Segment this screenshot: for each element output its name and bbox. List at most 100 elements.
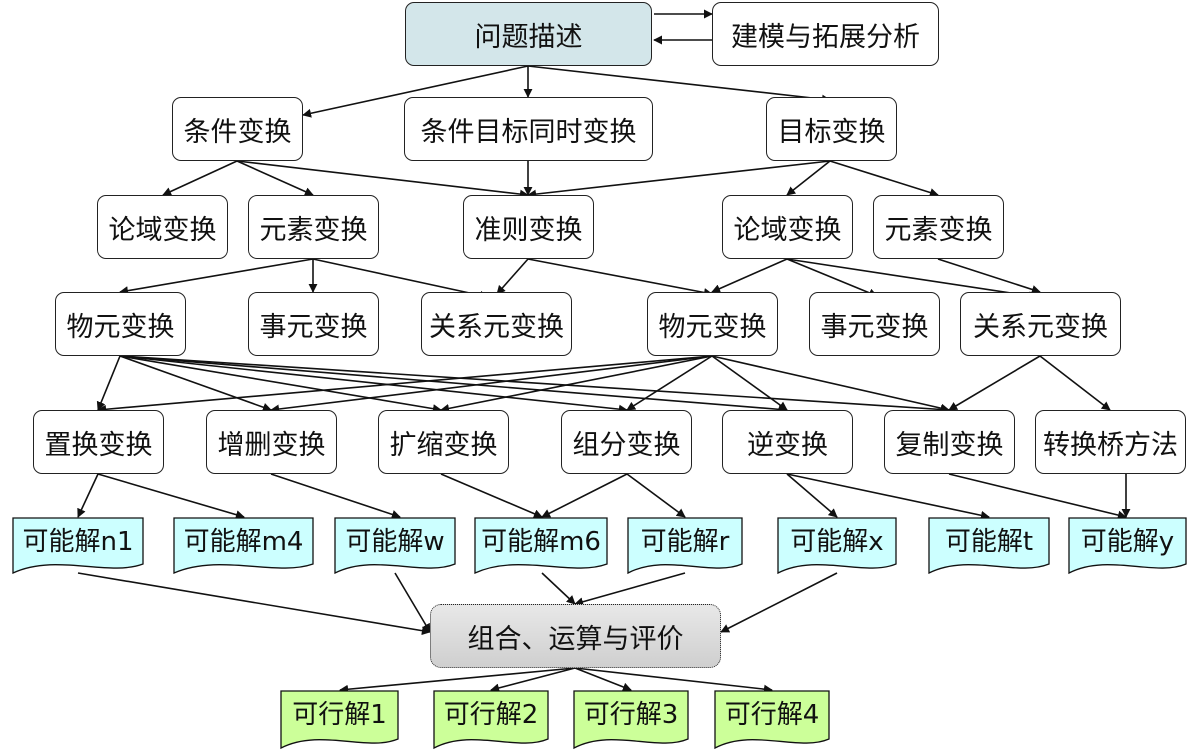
connector-arrow (97, 473, 245, 520)
feasible-solution-3: 可行解3 (573, 690, 689, 754)
document-shape (280, 690, 399, 750)
domain-transform-left-node: 论域变换 (97, 195, 228, 259)
connector-arrow (96, 355, 121, 411)
document-shape (173, 517, 314, 574)
document-shape (627, 517, 743, 575)
connector-arrow (711, 258, 788, 293)
connector-arrow (829, 160, 939, 197)
combine-operate-evaluate-node: 组合、运算与评价 (430, 604, 721, 668)
connector-arrow (77, 473, 99, 518)
possible-solution-y: 可能解y (1068, 517, 1187, 579)
feasible-solution-1: 可行解1 (280, 690, 399, 754)
connector-arrow (711, 355, 950, 413)
connector-arrow (948, 473, 1127, 520)
connector-arrow (119, 355, 272, 412)
connector-arrow (440, 473, 543, 518)
document-shape (777, 517, 897, 575)
connector-arrow (270, 355, 713, 414)
connector-arrow (786, 473, 990, 520)
possible-solution-n1: 可能解n1 (12, 517, 144, 579)
duplicate-transform-node: 复制变换 (884, 410, 1015, 474)
feasible-solution-2: 可行解2 (433, 690, 549, 754)
connector-arrow (77, 572, 431, 636)
possible-solution-x: 可能解x (777, 517, 897, 579)
inverse-transform-node: 逆变换 (722, 410, 853, 474)
connector-arrow (948, 355, 1041, 411)
feasible-solution-label: 可行解2 (443, 699, 539, 730)
possible-solution-label: 可能解w (345, 526, 445, 557)
connector-arrow (162, 160, 238, 196)
document-shape (433, 690, 549, 750)
connector-arrow (236, 160, 314, 196)
connector-arrow (119, 258, 314, 296)
connector-arrow (1039, 355, 1111, 411)
compose-decompose-transform-node: 组分变换 (561, 410, 692, 474)
expand-shrink-transform-node: 扩缩变换 (378, 410, 509, 474)
document-shape (334, 517, 456, 575)
connector-arrow (119, 355, 442, 414)
connector-arrow (786, 258, 1038, 301)
problem-description-node: 问题描述 (405, 2, 652, 66)
possible-solution-w: 可能解w (334, 517, 456, 579)
affair-transform-left-node: 事元变换 (248, 292, 379, 356)
possible-solution-label: 可能解m6 (481, 526, 601, 557)
connector-arrow (119, 355, 628, 414)
connector-arrow (302, 65, 529, 118)
document-shape (573, 690, 689, 750)
connector-arrow (97, 355, 713, 414)
connector-arrow (527, 160, 831, 199)
connector-arrow (339, 667, 576, 694)
connector-arrow (527, 258, 713, 297)
connector-arrow (626, 355, 713, 411)
document-shape (474, 517, 608, 575)
element-transform-left-node: 元素变换 (248, 195, 379, 259)
connector-arrow (527, 65, 831, 104)
matter-transform-right-node: 物元变换 (647, 292, 778, 356)
bridge-method-node: 转换桥方法 (1035, 410, 1186, 474)
goal-transform-node: 目标变换 (766, 97, 897, 161)
connector-arrow (626, 473, 686, 518)
connector-arrow (394, 572, 431, 633)
connector-arrow (574, 667, 632, 692)
connector-arrow (496, 258, 529, 295)
document-shape (12, 517, 144, 575)
affair-transform-right-node: 事元变换 (809, 292, 940, 356)
connector-arrow (574, 572, 686, 607)
connector-arrow (312, 258, 489, 300)
document-shape (928, 517, 1050, 575)
connector-arrow (541, 572, 576, 605)
connector-arrow (236, 160, 529, 199)
condition-transform-node: 条件变换 (172, 97, 303, 161)
add-delete-transform-node: 增删变换 (206, 410, 337, 474)
connector-arrow (440, 355, 713, 413)
possible-solution-label: 可能解n1 (22, 526, 134, 557)
feasible-solution-label: 可行解4 (724, 699, 820, 730)
substitution-transform-node: 置换变换 (33, 410, 164, 474)
element-transform-right-node: 元素变换 (873, 195, 1004, 259)
connector-arrow (786, 160, 831, 196)
feasible-solution-label: 可行解1 (292, 699, 387, 730)
domain-transform-right-node: 论域变换 (722, 195, 853, 259)
possible-solution-label: 可能解m4 (183, 526, 304, 557)
condition-goal-transform-node: 条件目标同时变换 (404, 97, 653, 161)
modeling-analysis-node: 建模与拓展分析 (712, 2, 939, 66)
connector-arrow (574, 667, 773, 694)
connector-arrow (270, 473, 401, 519)
relation-transform-right-node: 关系元变换 (960, 292, 1121, 356)
document-shape (1068, 517, 1187, 575)
connector-arrow (786, 258, 878, 298)
connector-arrow (937, 258, 1041, 294)
connector-arrow (119, 355, 788, 414)
connector-arrow (490, 667, 576, 693)
connector-arrow (786, 473, 838, 518)
possible-solution-m6: 可能解m6 (474, 517, 608, 579)
feasible-solution-4: 可行解4 (714, 690, 830, 754)
relation-transform-left-node: 关系元变换 (421, 292, 572, 356)
possible-solution-r: 可能解r (627, 517, 743, 579)
possible-solution-t: 可能解t (928, 517, 1050, 579)
matter-transform-left-node: 物元变换 (55, 292, 186, 356)
document-shape (714, 690, 830, 750)
connector-arrow (711, 355, 788, 411)
